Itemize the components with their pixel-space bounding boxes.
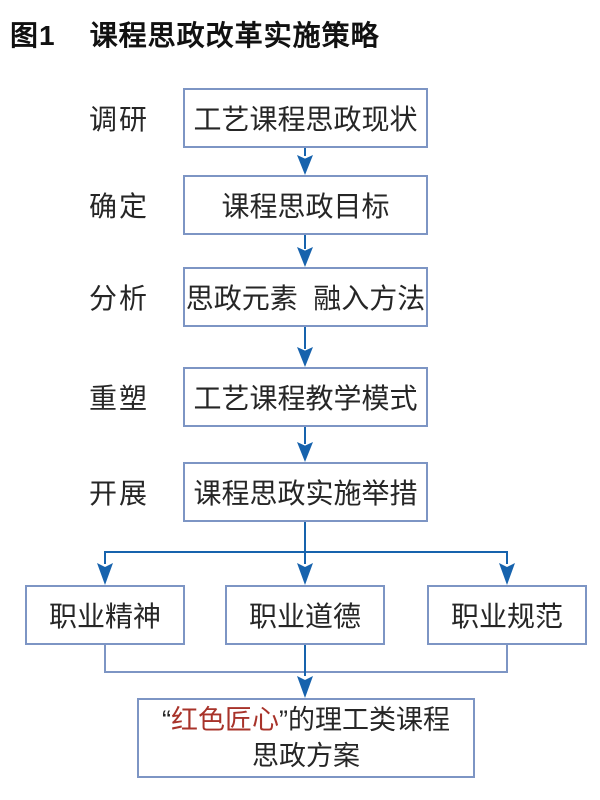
flow-box-elements-methods: 思政元素 融入方法 [183,267,428,327]
converge-stem-right [506,645,508,673]
open-quote: “ [162,705,171,735]
result-line-2: 思政方案 [252,741,360,771]
arrow-stem-1 [304,148,306,156]
stage-label-research: 调研 [89,104,150,135]
stage-label-determine: 确定 [89,191,150,222]
stage-label-analyze: 分析 [89,283,150,314]
figure-title: 图1 课程思政改革实施策略 [10,14,380,54]
arrow-down-icon [297,247,313,267]
converge-stem-left [104,645,106,673]
converge-stem-middle [304,645,306,676]
arrow-down-icon [297,676,313,698]
result-line-1: “红色匠心”的理工类课程 [162,702,450,738]
stage-label-carry-out: 开展 [89,478,150,509]
result-line-1-rest: 的理工类课程 [288,705,450,735]
flow-box-goals: 课程思政目标 [183,175,428,235]
arrow-down-icon [97,563,113,585]
arrow-down-icon [499,563,515,585]
figure-number: 图1 [10,20,56,51]
close-quote: ” [279,705,288,735]
arrow-down-icon [297,347,313,367]
branch-stem-center [304,522,306,553]
branch-box-professional-ethics: 职业道德 [225,585,385,645]
branch-box-professional-spirit: 职业精神 [25,585,185,645]
branch-horizontal-line [104,551,508,553]
figure-title-text: 课程思政改革实施策略 [89,20,380,51]
branch-stem-right [506,551,508,564]
arrow-stem-3 [304,327,306,349]
result-highlight-red-craftsmanship: 红色匠心 [171,705,279,735]
arrow-down-icon [297,155,313,175]
flow-box-teaching-model: 工艺课程教学模式 [183,367,428,427]
result-box: “红色匠心”的理工类课程 思政方案 [137,698,475,778]
converge-horizontal-line [104,671,508,673]
flow-box-implementation: 课程思政实施举措 [183,462,428,522]
flow-box-current-status: 工艺课程思政现状 [183,88,428,148]
arrow-down-icon [297,442,313,462]
stage-label-reshape: 重塑 [89,383,150,414]
arrow-stem-4 [304,427,306,444]
branch-box-professional-norms: 职业规范 [427,585,587,645]
arrow-stem-2 [304,235,306,249]
arrow-down-icon [297,563,313,585]
branch-stem-middle [304,551,306,564]
branch-stem-left [104,551,106,564]
